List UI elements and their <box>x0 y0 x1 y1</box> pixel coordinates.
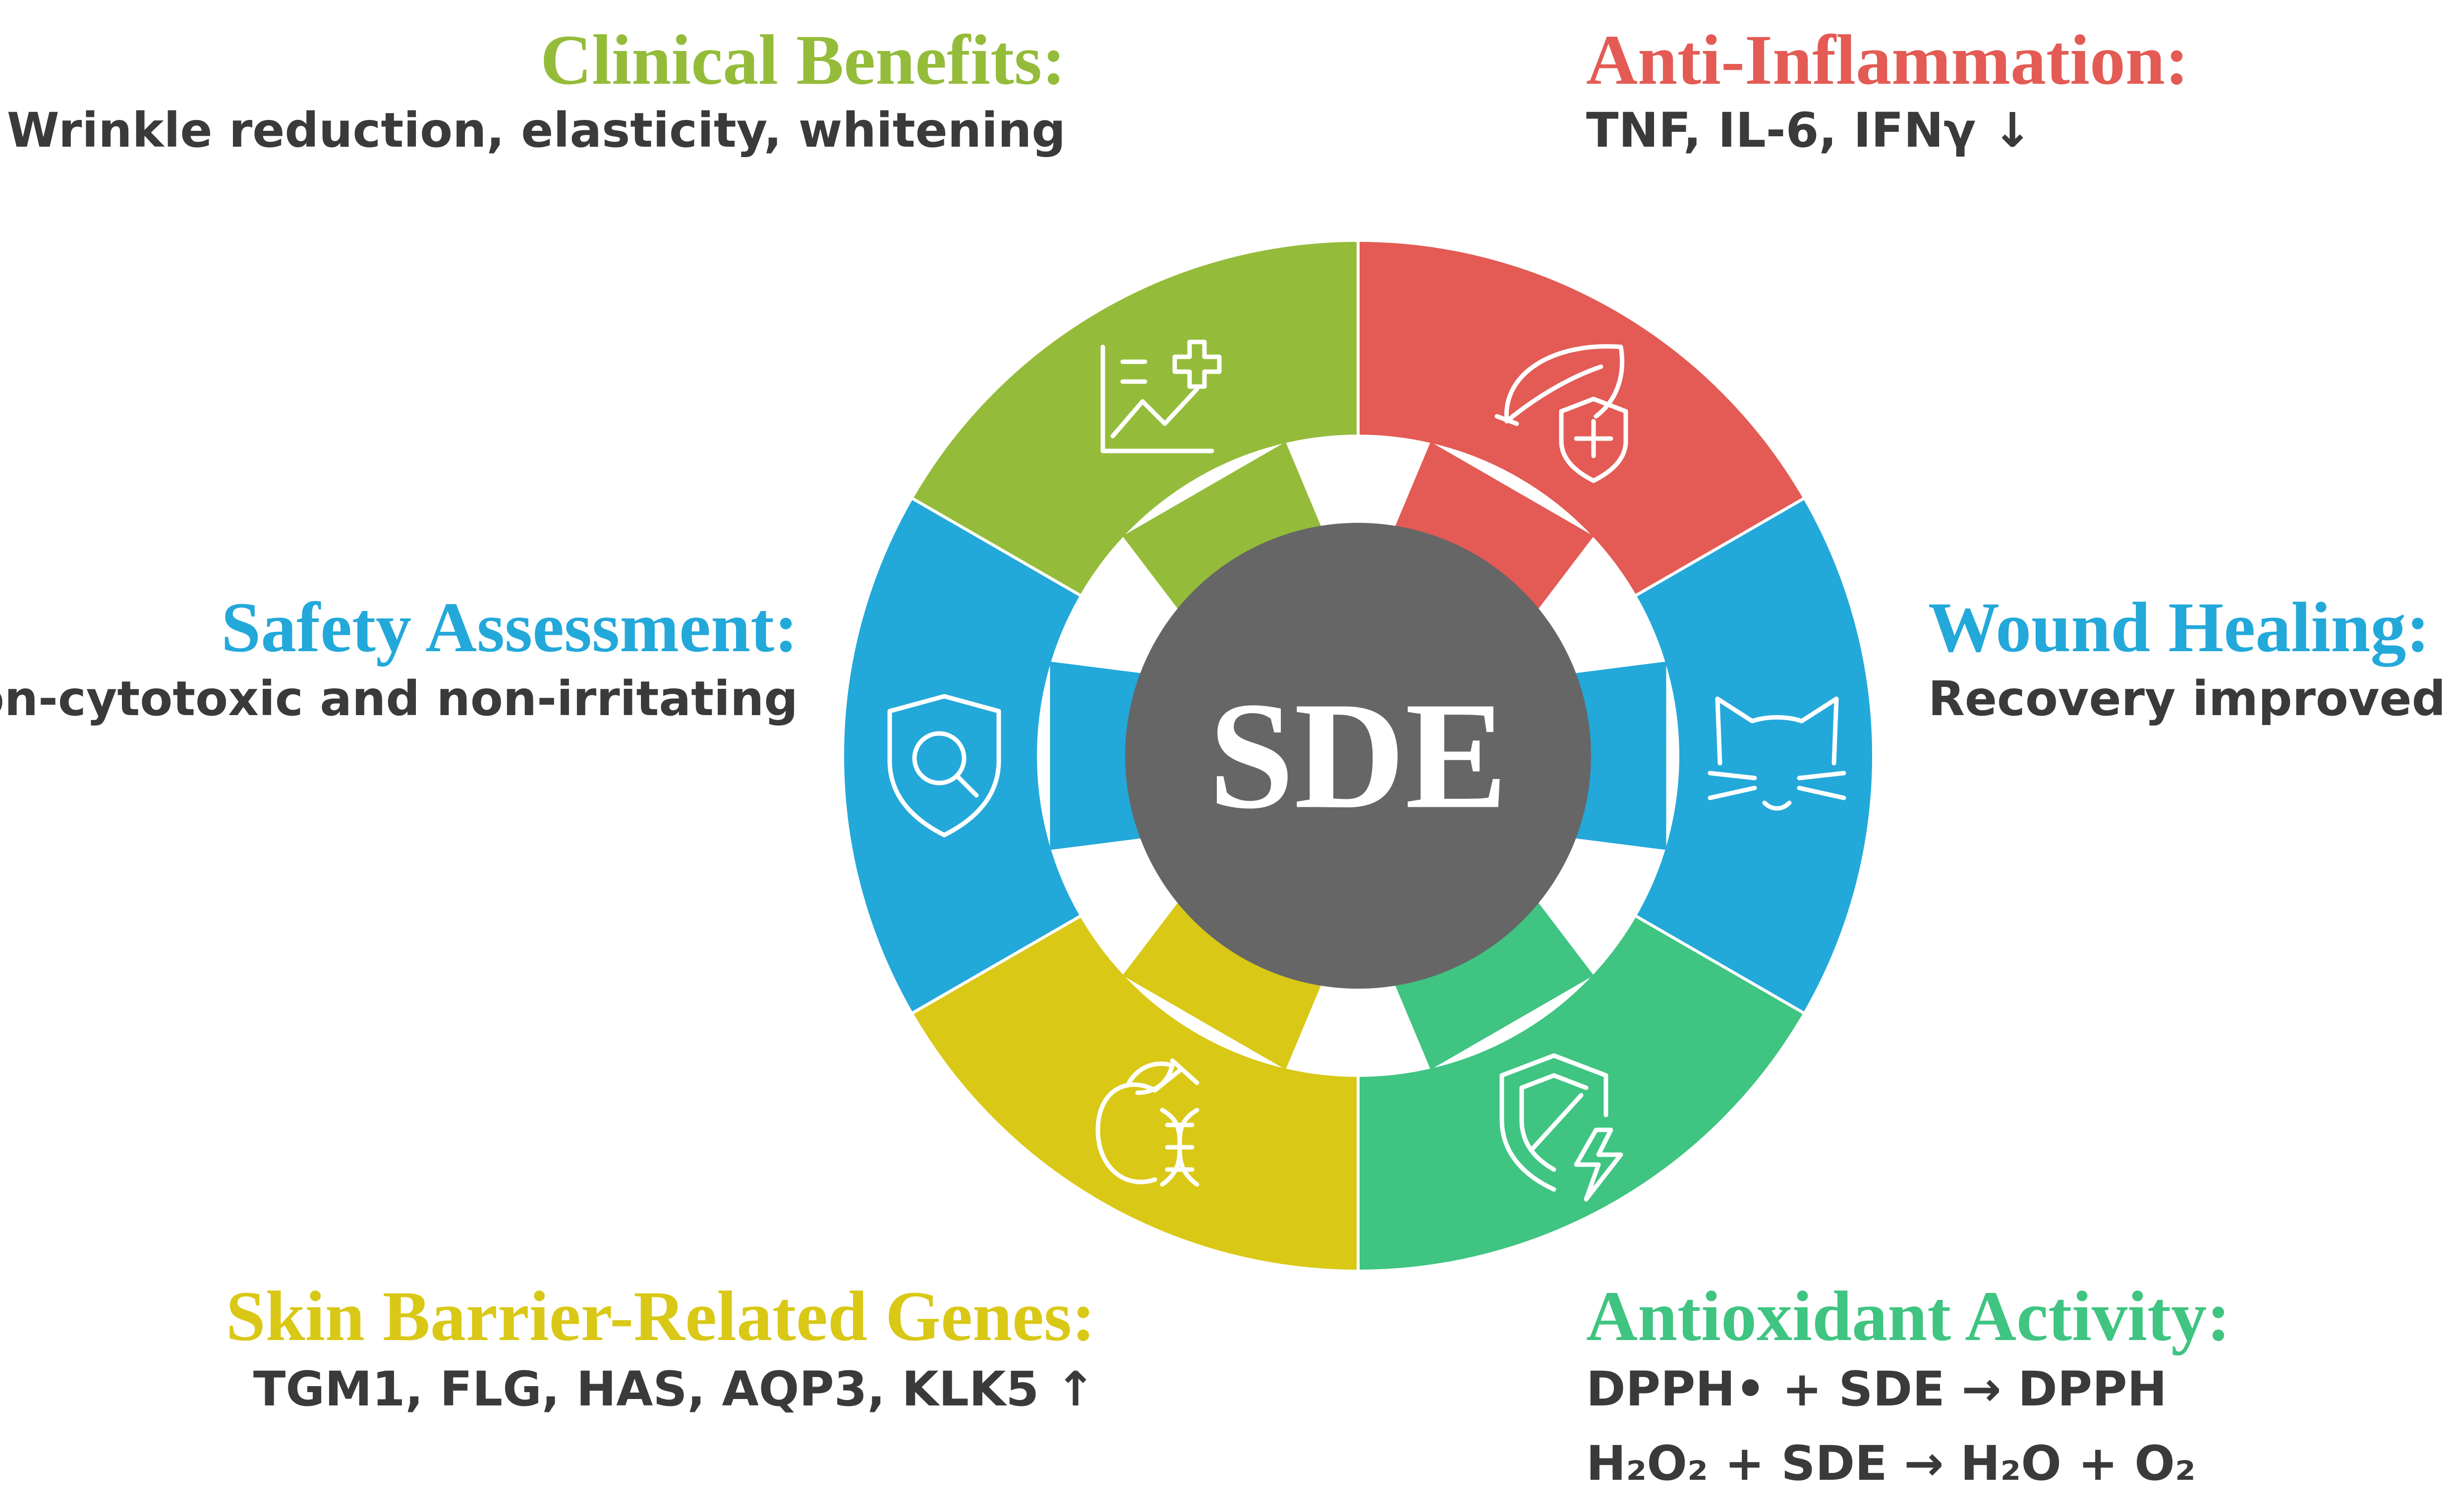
segment-skin-barrier-connector <box>1122 896 1324 1070</box>
segment-clinical-connector <box>1122 442 1324 615</box>
leaf-shield-icon <box>1494 344 1628 483</box>
skin-barrier-title: Skin Barrier-Related Genes: <box>226 1277 1095 1356</box>
antioxidant-line-1: DPPH• + SDE → DPPH <box>1586 1361 2167 1417</box>
center-circle <box>1125 523 1591 989</box>
cat-face-icon <box>1708 696 1846 811</box>
wheel-segments <box>841 238 1875 1273</box>
safety-assessment-description: Non-cytotoxic and non-irritating <box>0 671 798 727</box>
shield-lightning-icon <box>1499 1053 1623 1202</box>
segment-clinical <box>910 238 1360 598</box>
anti-inflammation-title: Anti-Inflammation: <box>1586 21 2189 100</box>
antioxidant-line-2: H₂O₂ + SDE → H₂O + O₂ <box>1586 1436 2196 1491</box>
clinical-benefits-title: Clinical Benefits: <box>540 21 1066 100</box>
anti-inflammation-description: TNF, IL-6, IFNγ ↓ <box>1586 103 2033 158</box>
segment-skin-barrier <box>910 913 1360 1273</box>
clinical-benefits-description: Wrinkle reduction, elasticity, whitening <box>6 103 1066 158</box>
skin-barrier-description: TGM1, FLG, HAS, AQP3, KLK5 ↑ <box>253 1361 1095 1417</box>
segment-anti-inflammation-connector <box>1392 442 1594 615</box>
chart-plus-icon <box>1100 339 1222 453</box>
apple-dna-icon <box>1095 1058 1199 1187</box>
shield-search-icon <box>887 694 1001 838</box>
safety-assessment-title: Safety Assessment: <box>221 588 798 667</box>
wheel-connectors <box>1050 442 1666 1070</box>
segment-wound-healing <box>1633 496 1875 1016</box>
segment-antioxidant-connector <box>1392 896 1594 1070</box>
center-label: SDE <box>1208 671 1507 841</box>
segment-safety-connector <box>1050 661 1148 850</box>
wound-healing-title: Wound Healing: <box>1928 588 2430 667</box>
segment-anti-inflammation <box>1357 238 1807 598</box>
segment-wound-healing-connector <box>1568 661 1666 850</box>
antioxidant-activity-title: Antioxidant Activity: <box>1586 1277 2231 1356</box>
wound-healing-description: Recovery improved <box>1928 671 2446 727</box>
